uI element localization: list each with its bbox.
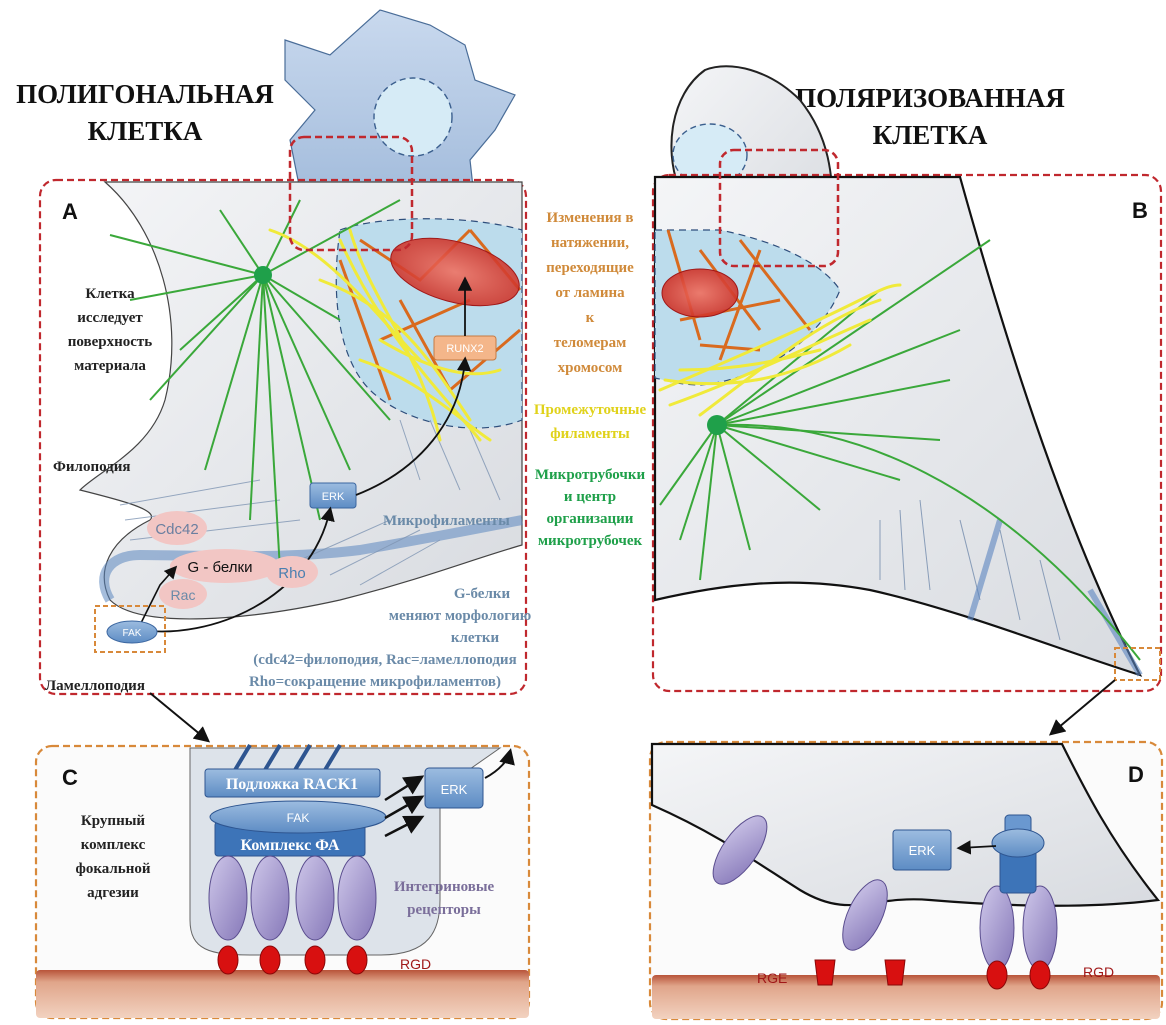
- rho-label: Rho: [278, 565, 306, 582]
- svg-text:Клетка: Клетка: [85, 286, 135, 302]
- svg-text:исследует: исследует: [77, 310, 143, 326]
- fak-label-c: FAK: [287, 811, 310, 825]
- lamellipodia-label: Ламеллоподия: [45, 678, 145, 694]
- svg-text:(cdc42=филоподия, Rac=ламеллоп: (cdc42=филоподия, Rac=ламеллоподия: [253, 652, 516, 668]
- panel-d-letter: D: [1128, 762, 1144, 787]
- svg-text:КЛЕТКА: КЛЕТКА: [88, 116, 203, 146]
- svg-text:и центр: и центр: [564, 489, 616, 505]
- svg-text:КЛЕТКА: КЛЕТКА: [873, 120, 988, 150]
- rge-label: RGE: [757, 970, 787, 986]
- svg-text:Rho=сокращение микрофиламентов: Rho=сокращение микрофиламентов): [249, 674, 501, 690]
- svg-text:ПОЛЯРИЗОВАННАЯ: ПОЛЯРИЗОВАННАЯ: [795, 83, 1065, 113]
- rgd-label-d: RGD: [1083, 964, 1114, 980]
- svg-text:Микротрубочки: Микротрубочки: [535, 467, 646, 483]
- panel-a-cell: ERK RUNX2 Cdc42 G - белки Rho Rac FAK: [80, 182, 527, 652]
- runx2-label: RUNX2: [446, 343, 483, 355]
- svg-text:от ламина: от ламина: [555, 285, 625, 301]
- svg-text:переходящие: переходящие: [546, 260, 634, 276]
- filopodia-label: Филоподия: [53, 459, 131, 475]
- mtoc-left: [254, 266, 272, 284]
- svg-text:теломерам: теломерам: [554, 335, 627, 351]
- panel-a-letter: A: [62, 199, 78, 224]
- polygonal-nucleus: [374, 78, 452, 156]
- rac-label: Rac: [171, 587, 196, 603]
- svg-text:поверхность: поверхность: [68, 334, 153, 350]
- intermediate-filaments-text: Промежуточные филаменты: [534, 402, 647, 442]
- svg-text:микротрубочек: микротрубочек: [538, 533, 643, 549]
- svg-text:Изменения в: Изменения в: [547, 210, 634, 226]
- svg-text:ПОЛИГОНАЛЬНАЯ: ПОЛИГОНАЛЬНАЯ: [16, 79, 274, 109]
- microfilaments-label: Микрофиламенты: [383, 513, 510, 529]
- g-proteins-label: G - белки: [188, 559, 253, 576]
- svg-text:организации: организации: [547, 511, 634, 527]
- svg-text:филаменты: филаменты: [550, 426, 630, 442]
- svg-text:хромосом: хромосом: [558, 360, 623, 376]
- svg-text:клетки: клетки: [451, 630, 500, 646]
- svg-text:материала: материала: [74, 358, 146, 374]
- rgd-label-c: RGD: [400, 956, 431, 972]
- svg-text:рецепторы: рецепторы: [407, 902, 481, 918]
- svg-text:Промежуточные: Промежуточные: [534, 402, 647, 418]
- erk-label-c: ERK: [441, 782, 468, 797]
- svg-text:Интегриновые: Интегриновые: [394, 879, 495, 895]
- arrow-b-to-d: [1052, 680, 1115, 733]
- cdc42-label: Cdc42: [155, 521, 198, 538]
- svg-text:адгезии: адгезии: [87, 885, 139, 901]
- svg-text:меняют морфологию: меняют морфологию: [389, 608, 531, 624]
- erk-label-d: ERK: [909, 843, 936, 858]
- fak-label-a: FAK: [123, 628, 142, 639]
- svg-text:к: к: [586, 310, 595, 326]
- svg-text:G-белки: G-белки: [454, 586, 511, 602]
- rack1-label: Подложка RACK1: [226, 776, 358, 793]
- tension-text: Изменения в натяжении, переходящие от ла…: [546, 210, 634, 376]
- right-title: ПОЛЯРИЗОВАННАЯ КЛЕТКА: [795, 83, 1065, 150]
- fa-complex-label: Комплекс ФА: [241, 837, 340, 854]
- svg-text:фокальной: фокальной: [75, 861, 150, 877]
- svg-text:комплекс: комплекс: [81, 837, 146, 853]
- arrow-a-to-c: [150, 693, 207, 740]
- svg-text:Крупный: Крупный: [81, 813, 146, 829]
- panel-c-letter: C: [62, 765, 78, 790]
- microtubules-text: Микротрубочки и центр организации микрот…: [535, 467, 646, 549]
- panel-b-letter: B: [1132, 198, 1148, 223]
- left-title: ПОЛИГОНАЛЬНАЯ КЛЕТКА: [16, 79, 274, 146]
- svg-text:натяжении,: натяжении,: [551, 235, 629, 251]
- panel-b-cell: [655, 177, 1160, 680]
- erk-label-a: ERK: [322, 491, 345, 503]
